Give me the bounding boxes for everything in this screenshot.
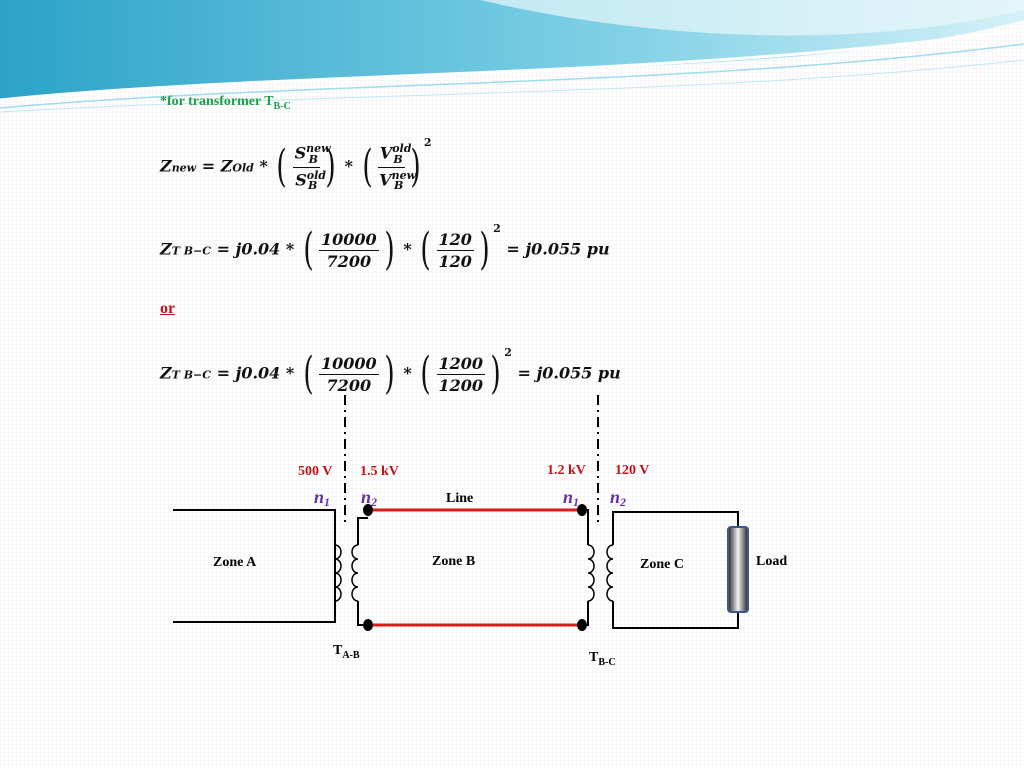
- tab-secondary-voltage: 1.5 kV: [360, 464, 399, 479]
- tbc-primary-coil: [587, 544, 595, 602]
- load-resistor: [727, 526, 749, 613]
- tbc-label: TB-C: [589, 650, 616, 668]
- zone-c-wire: [612, 601, 739, 629]
- tbc-primary-wire: [582, 509, 589, 545]
- or-label: or: [160, 300, 176, 317]
- tbc-secondary-voltage: 120 V: [615, 463, 649, 478]
- transformer-note: *for transformer TB-C: [160, 94, 291, 112]
- load-label: Load: [756, 554, 787, 569]
- tab-n1-label: n1: [314, 487, 330, 509]
- zone-c-label: Zone C: [640, 557, 684, 572]
- header-wave-art: [0, 0, 1024, 113]
- zone-a-label: Zone A: [213, 555, 257, 570]
- tbc-primary-wire-bottom: [582, 601, 589, 626]
- tbc-secondary-coil: [606, 544, 614, 602]
- tab-secondary-coil: [351, 544, 359, 602]
- tab-primary-coil: [334, 544, 342, 602]
- tbc-n2-label: n2: [610, 487, 626, 509]
- zone-c-wire-top: [612, 511, 739, 545]
- zone-a-wire: [173, 509, 336, 623]
- zone-b-label: Zone B: [432, 554, 475, 569]
- tab-n2-label: n2: [361, 487, 377, 509]
- tab-label: TA-B: [333, 643, 360, 661]
- node-dot: [363, 504, 373, 516]
- tbc-n1-label: n1: [563, 487, 579, 509]
- tab-primary-voltage: 500 V: [298, 464, 332, 479]
- tbc-primary-voltage: 1.2 kV: [547, 463, 586, 478]
- tab-secondary-wire: [357, 517, 368, 545]
- line-label: Line: [446, 491, 473, 506]
- node-dot: [363, 619, 373, 631]
